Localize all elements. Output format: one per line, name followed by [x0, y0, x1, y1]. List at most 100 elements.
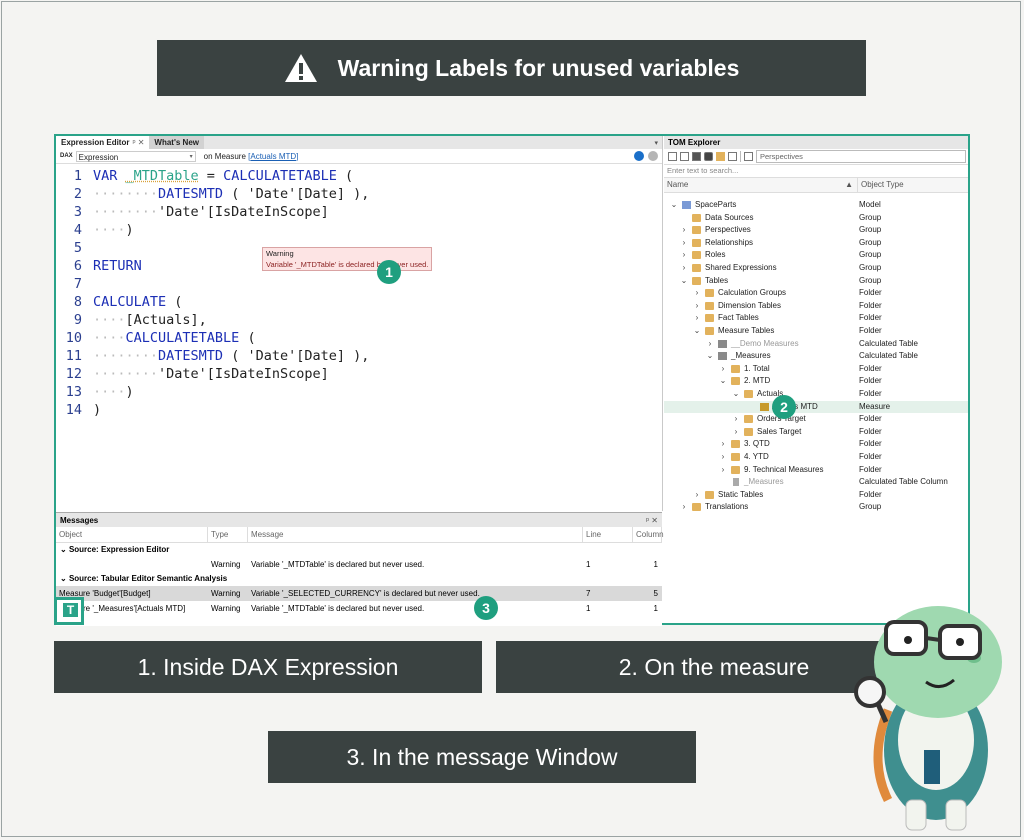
- folder-icon: [731, 465, 740, 474]
- cell: Warning: [211, 560, 241, 569]
- chevron-right-icon[interactable]: ›: [734, 426, 738, 436]
- calculated-table-icon: [718, 352, 727, 361]
- calculated-table-icon: [718, 339, 727, 348]
- callout-badge-3: 3: [474, 596, 498, 620]
- chevron-down-icon[interactable]: ⌄: [706, 351, 714, 361]
- measure-link[interactable]: [Actuals MTD]: [248, 151, 299, 161]
- code-token: [Actuals],: [125, 312, 207, 328]
- perspectives-dropdown[interactable]: Perspectives: [756, 150, 966, 163]
- message-group[interactable]: ⌄ Source: Tabular Editor Semantic Analys…: [60, 574, 228, 583]
- chevron-right-icon[interactable]: ›: [734, 414, 738, 424]
- chevron-down-icon[interactable]: ⌄: [719, 376, 727, 386]
- filter-icon[interactable]: [728, 152, 737, 161]
- pin-close-icon[interactable]: ᵖ ✕: [646, 515, 658, 525]
- tree-type: Folder: [859, 363, 882, 373]
- chevron-right-icon[interactable]: ›: [682, 502, 686, 512]
- tree-type: Group: [859, 237, 882, 247]
- code-token: 'Date'[IsDateInScope]: [158, 366, 329, 382]
- chevron-down-icon[interactable]: ⌄: [693, 326, 701, 335]
- expression-dropdown[interactable]: Expression ▾: [75, 150, 196, 162]
- chevron-down-icon[interactable]: ⌄: [670, 200, 678, 209]
- cube-icon[interactable]: [704, 152, 713, 161]
- table-row[interactable]: Measure 'Budget'[Budget] Warning Variabl…: [56, 586, 662, 601]
- col-object[interactable]: Object: [56, 527, 208, 542]
- message-group[interactable]: ⌄ Source: Expression Editor: [60, 545, 170, 554]
- chevron-right-icon[interactable]: ›: [682, 237, 686, 247]
- show-all-icon[interactable]: [668, 152, 677, 161]
- col-object-type[interactable]: Object Type: [861, 180, 904, 189]
- messages-title: Messages: [60, 515, 99, 525]
- col-type[interactable]: Type: [208, 527, 248, 542]
- chevron-right-icon[interactable]: ›: [682, 263, 686, 272]
- tree-item[interactable]: ⌄ _Measures Calculated Table: [664, 350, 968, 363]
- line-number: 6: [73, 258, 82, 274]
- tab-whats-new[interactable]: What's New: [149, 136, 204, 149]
- columns-icon[interactable]: [680, 152, 689, 161]
- chevron-right-icon[interactable]: ›: [721, 363, 725, 373]
- chevron-right-icon[interactable]: ›: [721, 452, 725, 461]
- tab-menu-icon[interactable]: ▾: [654, 139, 658, 147]
- chevron-right-icon[interactable]: ›: [682, 225, 686, 235]
- tree-label: Perspectives: [705, 225, 751, 235]
- cell: Measure '_Measures'[Actuals MTD]: [59, 604, 186, 613]
- col-message[interactable]: Message: [248, 527, 583, 542]
- line-number: 10: [65, 330, 82, 346]
- chevron-right-icon[interactable]: ›: [708, 338, 712, 348]
- col-line[interactable]: Line: [583, 527, 633, 542]
- chevron-right-icon[interactable]: ›: [721, 464, 725, 474]
- chevron-right-icon[interactable]: ›: [682, 250, 686, 260]
- sort-up-icon[interactable]: ▲: [845, 180, 853, 189]
- col-name[interactable]: Name: [667, 180, 689, 189]
- chevron-right-icon[interactable]: ›: [695, 288, 699, 298]
- search-input[interactable]: Enter text to search...: [664, 165, 968, 178]
- chevron-right-icon[interactable]: ›: [695, 300, 699, 310]
- table-row[interactable]: Measure '_Measures'[Actuals MTD] Warning…: [56, 601, 662, 616]
- pin-close-icon[interactable]: ᵖ ✕: [132, 138, 145, 147]
- tree-type: Folder: [859, 464, 882, 474]
- chevron-right-icon[interactable]: ›: [695, 313, 699, 323]
- tree-type: Calculated Table: [859, 351, 919, 361]
- chevron-right-icon[interactable]: ›: [721, 439, 725, 449]
- panel-icon[interactable]: [744, 152, 753, 161]
- chevron-down-icon[interactable]: ⌄: [732, 389, 740, 398]
- tree-label: Shared Expressions: [705, 263, 777, 272]
- chevron-right-icon[interactable]: ›: [695, 489, 699, 499]
- forward-icon[interactable]: [648, 151, 658, 161]
- table-row[interactable]: Warning Variable '_MTDTable' is declared…: [56, 557, 662, 572]
- chevron-down-icon[interactable]: ⌄: [680, 275, 688, 285]
- col-column[interactable]: Column: [633, 527, 664, 542]
- hierarchy-icon[interactable]: [692, 152, 701, 161]
- tree-label: Actuals: [757, 389, 784, 398]
- tree-label: _Measures: [731, 351, 771, 361]
- folder-icon[interactable]: [716, 152, 725, 161]
- back-icon[interactable]: [634, 151, 644, 161]
